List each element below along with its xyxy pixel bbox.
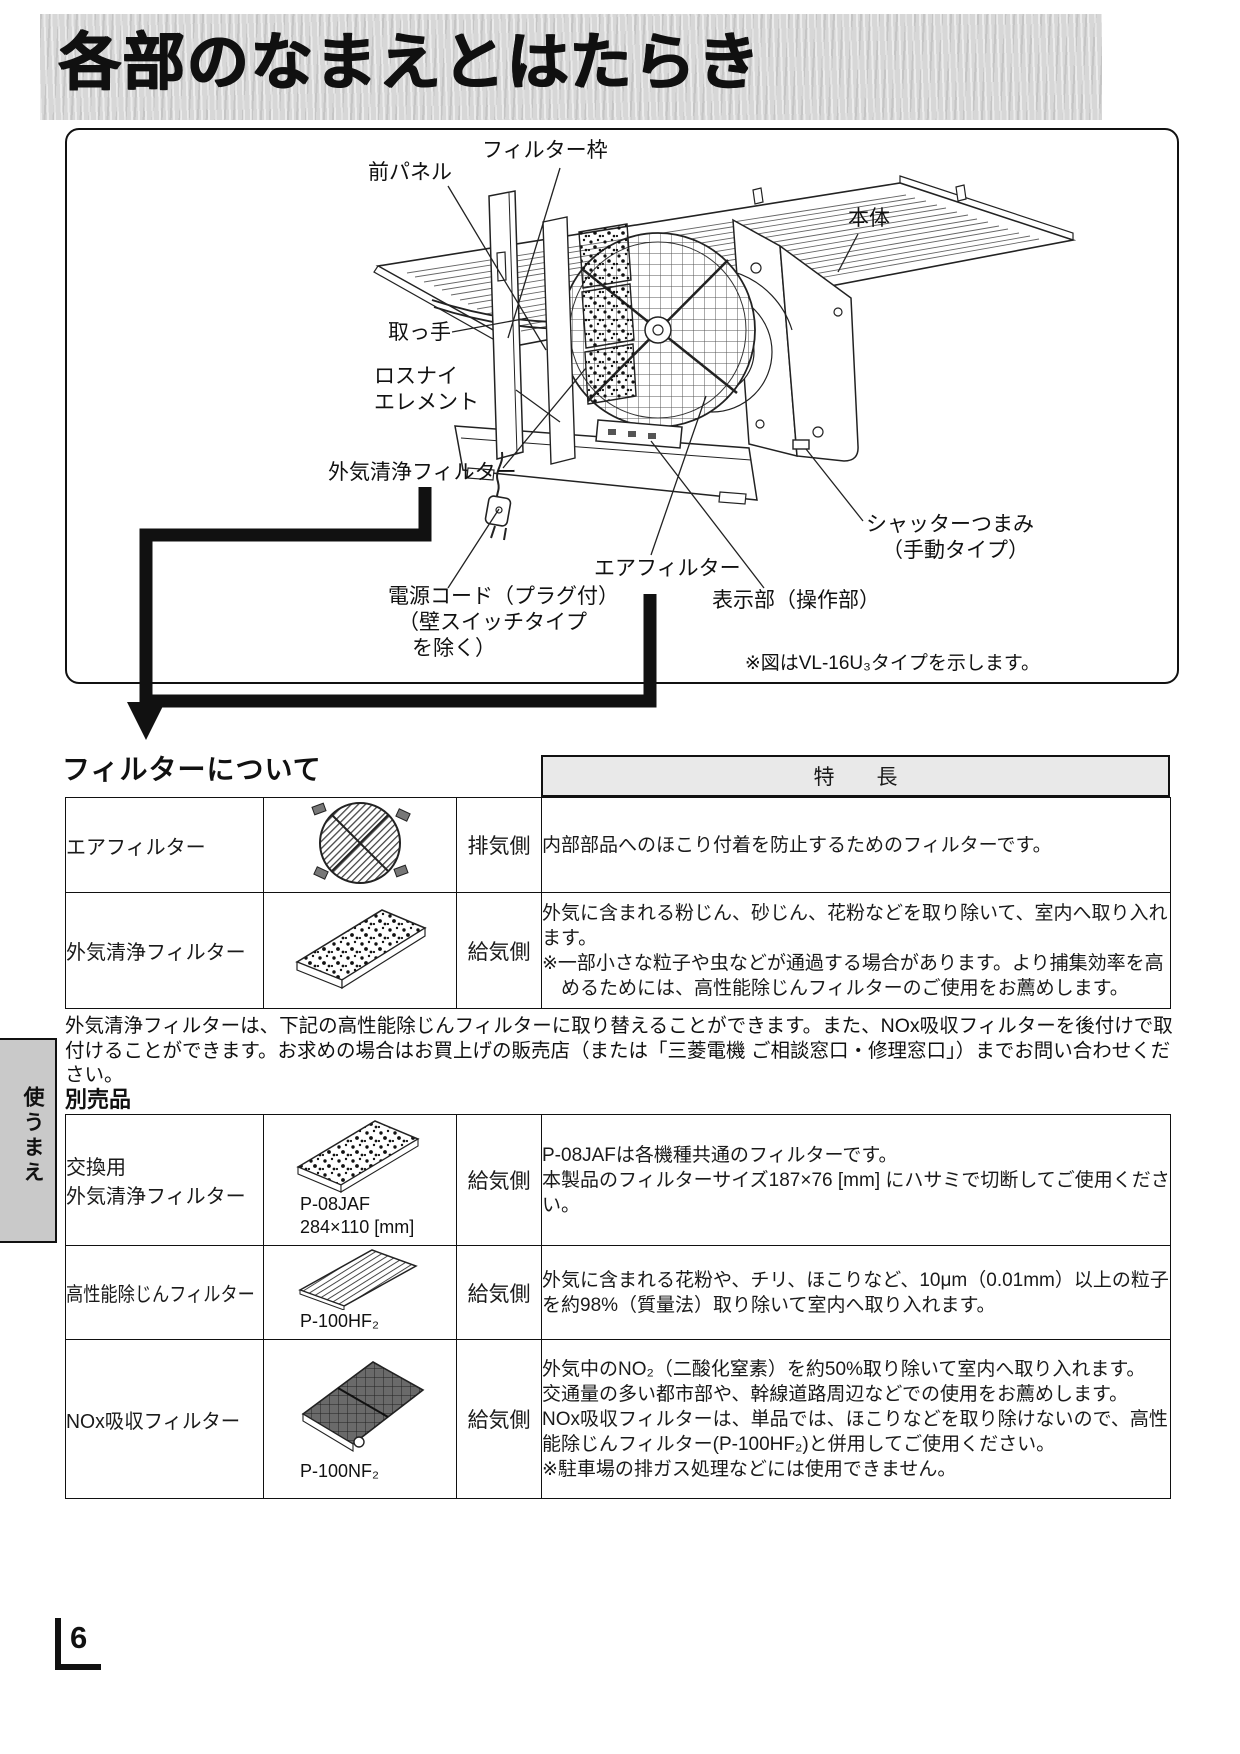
desc-line: NOx吸収フィルターは、単品では、ほこりなどを取り除けないので、高性能除じんフィ… — [542, 1408, 1168, 1455]
optional-items-heading: 別売品 — [65, 1087, 132, 1112]
grid-filter-icon — [301, 1360, 425, 1452]
feature-header-label: 特 長 — [813, 766, 898, 789]
label-shutter-knob-line1: シャッターつまみ — [866, 513, 1034, 536]
speckled-filter-icon — [296, 1120, 420, 1193]
label-power-cord-line1: 電源コード（プラグ付） — [388, 585, 619, 608]
desc-line: 内部部品へのほこり付着を防止するためのフィルターです。 — [542, 834, 1052, 856]
model-number: P-100NF₂ — [300, 1460, 380, 1481]
label-air-filter: エアフィルター — [594, 557, 741, 580]
name-line: 外気清浄フィルター — [66, 1186, 246, 1208]
optional-items-table: 交換用 外気清浄フィルター — [65, 1114, 1171, 1499]
desc-note-line: ※一部小さな粒子や虫などが通過する場合があります。より捕集効率を高めるためには、… — [542, 952, 1164, 999]
desc-line: 外気中のNO₂（二酸化窒素）を約50%取り除いて室内へ取り入れます。 — [542, 1358, 1146, 1380]
filter-section-heading: フィルターについて — [62, 754, 322, 785]
table-row: NOx吸収フィルター — [65, 1339, 1171, 1499]
model-number: P-08JAF — [300, 1194, 371, 1214]
label-power-cord-line3: を除く） — [412, 637, 496, 660]
filter-size: 284×110 [mm] — [300, 1217, 415, 1237]
page-number: 6 — [70, 1620, 88, 1655]
nox-filter-image-cell: P-100NF₂ — [263, 1339, 457, 1499]
diagram-frame — [65, 128, 1179, 684]
label-display-part: 表示部（操作部） — [712, 589, 880, 612]
label-power-cord-line2: （壁スイッチタイプ — [398, 611, 587, 634]
replacement-filter-image-cell: P-08JAF 284×110 [mm] — [263, 1114, 457, 1246]
air-filter-icon — [311, 801, 411, 884]
label-filter-frame: フィルター枠 — [482, 139, 608, 162]
filter-name-cell: エアフィルター — [65, 797, 264, 893]
label-outdoor-air-filter: 外気清浄フィルター — [328, 461, 517, 484]
label-lossnay-element-line1: ロスナイ — [374, 365, 458, 388]
optional-side-cell: 給気側 — [456, 1114, 542, 1246]
table-row: 交換用 外気清浄フィルター — [65, 1114, 1171, 1246]
page-number-box: 6 — [55, 1618, 101, 1670]
filter-desc-cell: 内部部品へのほこり付着を防止するためのフィルターです。 — [541, 797, 1171, 893]
optional-side-cell: 給気側 — [456, 1245, 542, 1340]
optional-desc-cell: 外気中のNO₂（二酸化窒素）を約50%取り除いて室内へ取り入れます。 交通量の多… — [541, 1339, 1171, 1499]
optional-name-cell: 交換用 外気清浄フィルター — [65, 1114, 264, 1246]
label-shutter-knob-line2: （手動タイプ） — [882, 539, 1029, 562]
filter-name-cell: 外気清浄フィルター — [65, 892, 264, 1009]
outdoor-filter-image-cell — [263, 892, 457, 1009]
optional-name-cell: 高性能除じんフィルター — [65, 1245, 264, 1340]
air-filter-image-cell — [263, 797, 457, 893]
desc-note-line: ※駐車場の排ガス処理などには使用できません。 — [542, 1458, 957, 1480]
filter-desc-cell: 外気に含まれる粉じん、砂じん、花粉などを取り除いて、室内へ取り入れます。 ※一部… — [541, 892, 1171, 1009]
name-line: 交換用 — [66, 1157, 126, 1179]
optional-name-cell: NOx吸収フィルター — [65, 1339, 264, 1499]
table-row: 高性能除じんフィルター P-100HF₂ — [65, 1245, 1171, 1340]
replacement-info-paragraph: 外気清浄フィルターは、下記の高性能除じんフィルターに取り替えることができます。ま… — [65, 1015, 1173, 1086]
optional-desc-cell: P-08JAFは各機種共通のフィルターです。 本製品のフィルターサイズ187×7… — [541, 1114, 1171, 1246]
title-banner: 各部のなまえとはたらき — [40, 14, 1102, 120]
speckled-filter-icon — [295, 909, 427, 990]
label-body: 本体 — [848, 207, 890, 230]
name-line: NOx吸収フィルター — [66, 1410, 241, 1433]
label-front-panel: 前パネル — [368, 161, 452, 184]
side-tab-before-use: 使うまえ — [0, 1038, 57, 1243]
model-number: P-100HF₂ — [300, 1311, 380, 1331]
page-title: 各部のなまえとはたらき — [58, 28, 761, 97]
optional-desc-cell: 外気に含まれる花粉や、チリ、ほこりなど、10μm（0.01mm）以上の粒子を約9… — [541, 1245, 1171, 1340]
side-tab-label: 使うまえ — [21, 1086, 44, 1186]
striped-filter-icon — [298, 1249, 418, 1310]
table-row: エアフィルター 排気側 — [65, 797, 1171, 893]
desc-line: 交通量の多い都市部や、幹線道路周辺などでの使用をお薦めします。 — [542, 1383, 1129, 1405]
diagram-model-note: ※図はVL-16U₃タイプを示します。 — [744, 653, 1040, 674]
hep-filter-image-cell: P-100HF₂ — [263, 1245, 457, 1340]
desc-line: 本製品のフィルターサイズ187×76 [mm] にハサミで切断してご使用ください… — [542, 1169, 1170, 1216]
filter-side-cell: 排気側 — [456, 797, 542, 893]
label-lossnay-element-line2: エレメント — [374, 391, 479, 414]
desc-line: P-08JAFは各機種共通のフィルターです。 — [542, 1144, 898, 1166]
table-row: 外気清浄フィルター 給気側 外気に含まれる — [65, 892, 1171, 1009]
optional-side-cell: 給気側 — [456, 1339, 542, 1499]
label-handle: 取っ手 — [388, 321, 451, 344]
name-line: 高性能除じんフィルター — [66, 1284, 255, 1306]
filter-side-cell: 給気側 — [456, 892, 542, 1009]
feature-column-header: 特 長 — [541, 755, 1170, 797]
desc-line: 外気に含まれる粉じん、砂じん、花粉などを取り除いて、室内へ取り入れます。 — [542, 902, 1168, 949]
filter-table: エアフィルター 排気側 — [65, 797, 1171, 1009]
desc-line: 外気に含まれる花粉や、チリ、ほこりなど、10μm（0.01mm）以上の粒子を約9… — [542, 1269, 1169, 1316]
